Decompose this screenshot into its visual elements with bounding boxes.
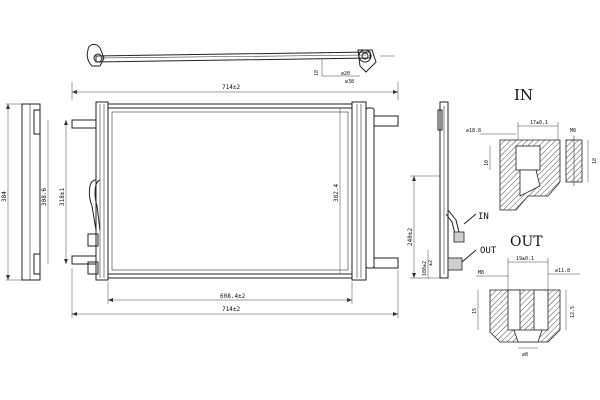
detail-out-dim-15: 15 bbox=[472, 308, 478, 314]
detail-in-title: IN bbox=[514, 86, 533, 104]
detail-in-dim-10: 10 bbox=[484, 160, 490, 166]
dim-top-width: 714±2 bbox=[71, 82, 399, 100]
right-dim-bottom: 100±2 bbox=[422, 261, 428, 276]
detail-out-dim-phi8: ⌀8 bbox=[522, 352, 528, 358]
front-dim-width-bottom: 714±2 bbox=[222, 306, 240, 313]
top-view: 18 ⌀20 ⌀38 bbox=[86, 43, 395, 85]
front-dim-height-inner: 382.4 bbox=[333, 184, 340, 202]
front-dim-width-top: 714±2 bbox=[222, 84, 240, 91]
top-dim-phi20: ⌀20 bbox=[341, 71, 350, 77]
detail-in-dim-18: 18 bbox=[592, 158, 598, 164]
top-dim-18: 18 bbox=[314, 70, 320, 76]
front-view: 318±1 382.4 bbox=[59, 101, 399, 281]
left-dim-height: 384 bbox=[1, 191, 8, 202]
right-side-view: IN OUT 240±2 100±2 ±2 bbox=[407, 101, 497, 279]
detail-out-dim-m8: M8 bbox=[478, 270, 484, 276]
detail-in: IN 17±0.1 ⌀18.8 M8 18 10 bbox=[466, 86, 598, 211]
detail-out-dim-19: 19±0.1 bbox=[516, 256, 534, 262]
detail-out-dim-phi: ⌀11.8 bbox=[555, 268, 570, 274]
left-dim-inner: 308.6 bbox=[41, 188, 48, 206]
detail-out-dim-12-5: 12.5 bbox=[570, 306, 576, 318]
svg-text:±2: ±2 bbox=[428, 260, 434, 266]
front-dim-core-width: 608.4±2 bbox=[220, 293, 246, 300]
right-label-in: IN bbox=[478, 212, 489, 222]
right-dim-height: 240±2 bbox=[407, 228, 414, 246]
top-dim-phi38: ⌀38 bbox=[345, 79, 354, 85]
front-dim-height-outer: 318±1 bbox=[59, 188, 66, 206]
detail-in-dim-phi: ⌀18.8 bbox=[466, 128, 481, 134]
right-label-out: OUT bbox=[480, 246, 497, 256]
dim-bottom: 608.4±2 714±2 bbox=[71, 268, 399, 318]
left-side-view: 384 308.6 bbox=[1, 103, 49, 281]
detail-in-dim-17: 17±0.1 bbox=[530, 120, 548, 126]
detail-in-dim-m8: M8 bbox=[570, 128, 576, 134]
detail-out-title: OUT bbox=[510, 234, 543, 250]
detail-out: OUT 19±0.1 M8 ⌀11.8 15 12.5 ⌀8 bbox=[472, 234, 580, 358]
